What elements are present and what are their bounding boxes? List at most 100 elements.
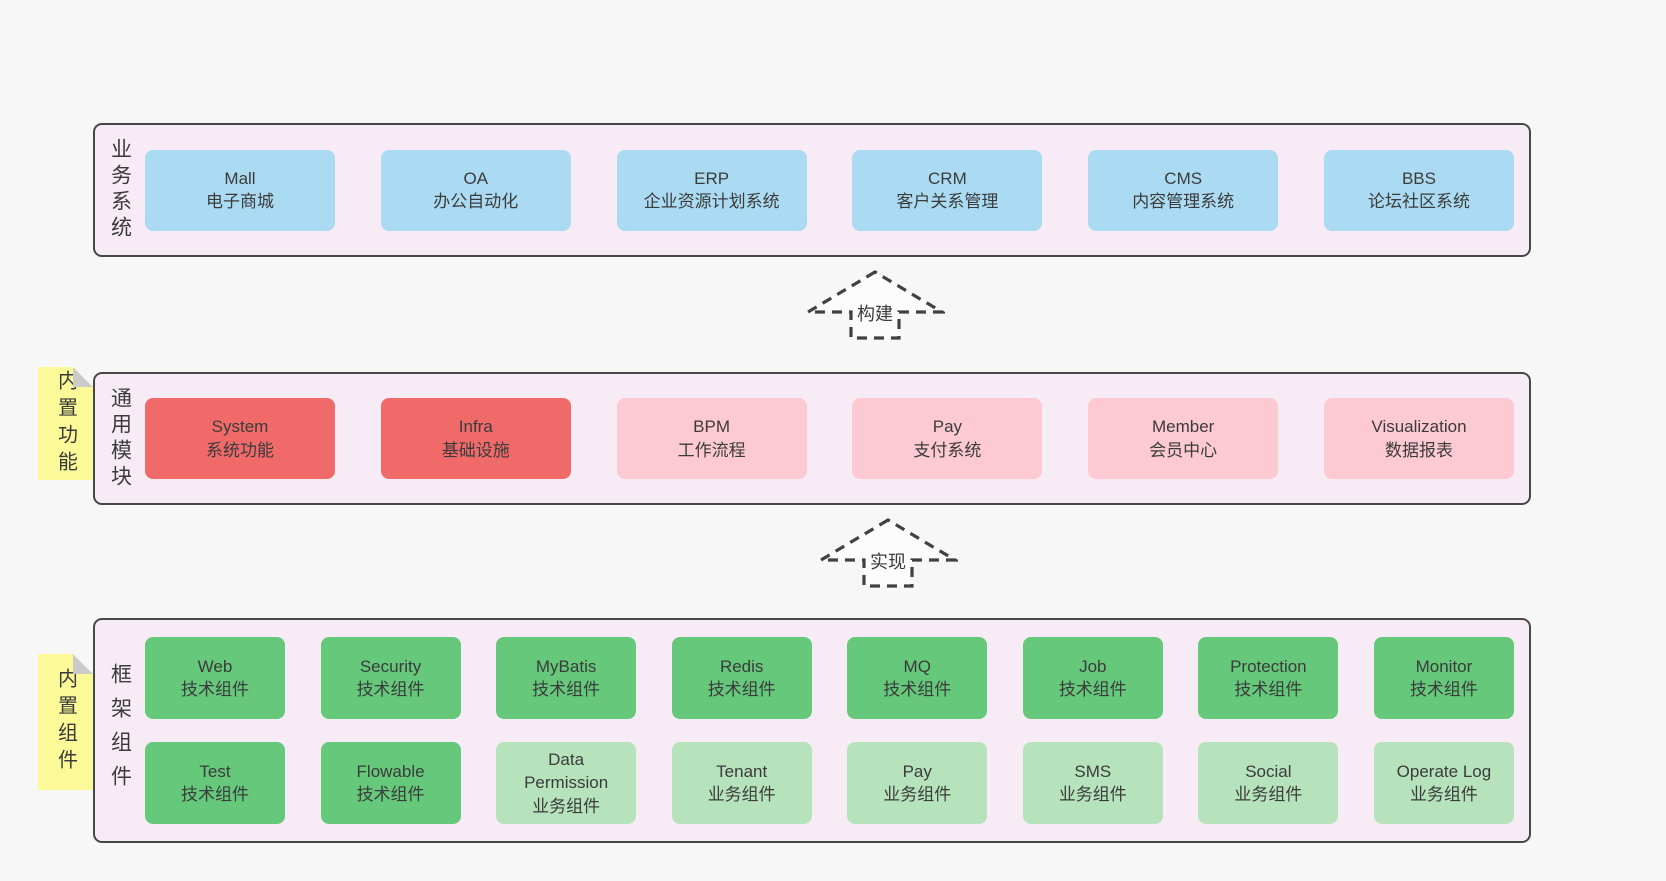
box-title: BBS	[1401, 168, 1436, 188]
box-oa: OA 办公自动化	[380, 149, 571, 231]
box-title: Pay	[902, 761, 932, 781]
box-title: Test	[199, 761, 231, 781]
box-subtitle: 企业资源计划系统	[643, 192, 780, 211]
box-subtitle: 技术组件	[181, 785, 249, 804]
implement-arrow: 实现	[818, 517, 958, 589]
box-subtitle: 技术组件	[356, 680, 425, 699]
box-title: Operate Log	[1396, 761, 1492, 781]
sticky-note-builtin-components: 内置组件	[38, 654, 93, 790]
box-subtitle: 业务组件	[1409, 785, 1478, 804]
panel-title-text: 框架组件	[108, 662, 132, 799]
panel-title-framework-components: 框架组件	[95, 620, 145, 841]
box-system: System 系统功能	[145, 398, 335, 479]
box-title: Social	[1245, 761, 1292, 781]
box-title: Visualization	[1371, 417, 1467, 437]
panel-title-business-systems: 业务系统	[95, 125, 145, 255]
box-test: Test 技术组件	[145, 742, 285, 824]
component-row: Test 技术组件 Flowable 技术组件 Data Permission 业务组件 T…	[145, 742, 1514, 824]
box-subtitle: 技术组件	[356, 785, 425, 804]
box-title: CRM	[928, 168, 967, 188]
box-title: Redis	[719, 656, 764, 676]
box-data-permission: Data Permission 业务组件	[496, 742, 637, 824]
arrow-label: 实现	[867, 548, 909, 574]
build-arrow: 构建	[805, 269, 945, 341]
box-sms: SMS 业务组件	[1022, 742, 1163, 824]
arrow-label: 构建	[854, 300, 896, 326]
sticky-label: 内置功能	[54, 369, 77, 478]
box-subtitle: 数据报表	[1384, 440, 1453, 460]
box-subtitle: 论坛社区系统	[1367, 192, 1470, 211]
box-member: Member 会员中心	[1088, 398, 1279, 479]
box-mybatis: MyBatis 技术组件	[496, 637, 637, 719]
box-pay: Pay 业务组件	[847, 742, 988, 824]
box-title: Monitor	[1415, 656, 1473, 676]
sticky-note-builtin-features: 内置功能	[38, 367, 93, 480]
box-title: BPM	[693, 417, 731, 437]
box-subtitle: 内容管理系统	[1132, 192, 1235, 211]
box-pay: Pay 支付系统	[852, 398, 1043, 479]
box-subtitle: 支付系统	[913, 440, 982, 460]
box-title: MQ	[903, 656, 931, 676]
box-subtitle: 工作流程	[677, 440, 746, 460]
box-subtitle: 业务组件	[883, 785, 952, 804]
box-web: Web 技术组件	[145, 637, 285, 719]
box-subtitle: 技术组件	[1409, 680, 1478, 699]
box-subtitle: 电子商城	[206, 192, 274, 211]
box-title: ERP	[694, 168, 730, 188]
box-title: SMS	[1074, 761, 1112, 781]
box-subtitle: 业务组件	[1058, 785, 1127, 804]
sticky-fold-corner	[73, 367, 93, 387]
box-subtitle: 业务组件	[532, 796, 601, 816]
box-mq: MQ 技术组件	[847, 637, 988, 719]
box-mall: Mall 电子商城	[145, 149, 335, 231]
box-redis: Redis 技术组件	[671, 637, 812, 719]
box-monitor: Monitor 技术组件	[1373, 637, 1514, 719]
box-subtitle: 技术组件	[707, 680, 776, 699]
box-title: Protection	[1230, 656, 1307, 676]
box-subtitle: 客户关系管理	[896, 192, 999, 211]
box-bpm: BPM 工作流程	[616, 398, 807, 479]
box-subtitle: 会员中心	[1149, 440, 1218, 460]
box-crm: CRM 客户关系管理	[852, 149, 1043, 231]
box-title: Web	[197, 656, 233, 676]
box-bbs: BBS 论坛社区系统	[1323, 149, 1514, 231]
box-title: MyBatis	[535, 656, 597, 676]
panel-content: Mall 电子商城 OA 办公自动化 ERP 企业资源计划系统 CRM 客户关系管理 CMS 内容…	[145, 125, 1529, 255]
box-subtitle: 技术组件	[1058, 680, 1127, 699]
box-operate-log: Operate Log 业务组件	[1373, 742, 1514, 824]
box-title: Member	[1152, 417, 1215, 437]
sticky-fold-corner	[73, 654, 93, 674]
box-title: OA	[463, 168, 489, 188]
box-title: CMS	[1164, 168, 1203, 188]
box-title: System	[211, 417, 269, 437]
box-subtitle: 技术组件	[883, 680, 952, 699]
box-subtitle: 办公自动化	[433, 192, 519, 211]
box-title: Tenant	[716, 761, 768, 781]
panel-title-common-modules: 通用模块	[95, 374, 145, 503]
box-subtitle: 系统功能	[206, 440, 274, 460]
box-flowable: Flowable 技术组件	[320, 742, 461, 824]
box-visualization: Visualization 数据报表	[1323, 398, 1514, 479]
box-erp: ERP 企业资源计划系统	[616, 149, 807, 231]
box-title: Data Permission	[524, 749, 609, 793]
box-subtitle: 基础设施	[441, 440, 510, 460]
box-title: Flowable	[356, 761, 425, 781]
box-subtitle: 技术组件	[181, 680, 249, 699]
box-title: Mall	[224, 168, 256, 188]
box-title: Pay	[932, 417, 963, 437]
panel-title-text: 业务系统	[108, 138, 132, 242]
component-row: Mall 电子商城 OA 办公自动化 ERP 企业资源计划系统 CRM 客户关系管理 CMS 内容…	[145, 149, 1514, 231]
box-subtitle: 技术组件	[532, 680, 601, 699]
panel-business-systems: 业务系统 Mall 电子商城 OA 办公自动化 ERP 企业资源计划系统 CRM 客户关系管理…	[93, 123, 1531, 257]
